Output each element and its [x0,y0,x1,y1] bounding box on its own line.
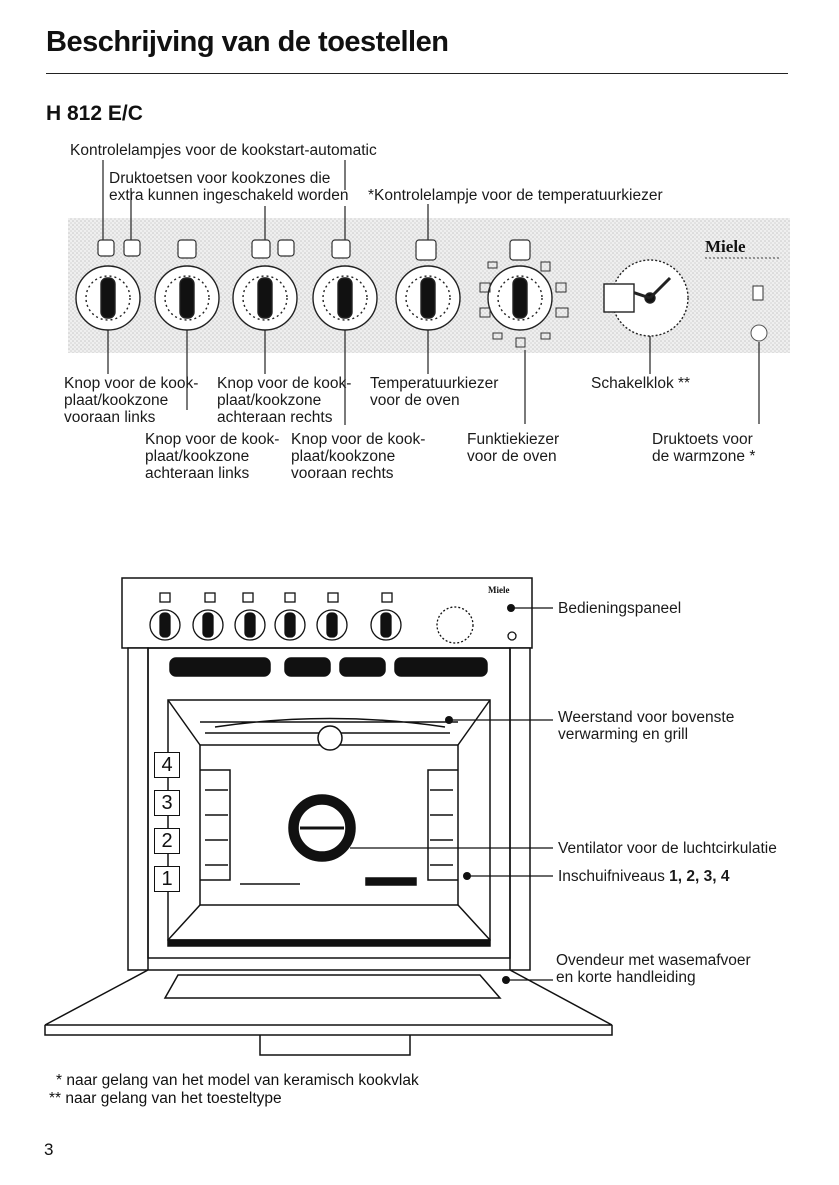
brand-logo-panel: Miele [705,237,746,256]
label-knob-back-right: Knop voor de kook- plaat/kookzone achter… [217,375,352,426]
shelf-level-1: 1 [154,866,180,892]
temperature-knob [395,265,461,331]
oven-body [44,577,613,1056]
knob-front-left [75,265,141,331]
model-heading: H 812 E/C [46,102,143,125]
label-temp-lamp: *Kontrolelampje voor de temperatuurkieze… [368,187,663,204]
shelf-level-4: 4 [154,752,180,778]
label-knob-front-right: Knop voor de kook- plaat/kookzone vooraa… [291,431,426,482]
page-title: Beschrijving van de toestellen [46,26,449,58]
knob-back-right [232,265,298,331]
label-push-buttons: Druktoetsen voor kookzones die extra kun… [109,170,349,204]
brand-logo-oven: Miele [488,585,510,595]
label-temp-selector: Temperatuurkiezer voor de oven [370,375,499,409]
oven-control-panel [149,592,517,644]
title-divider [46,73,788,74]
label-warm-zone-button: Druktoets voor de warmzone * [652,431,756,465]
label-knob-back-left: Knop voor de kook- plaat/kookzone achter… [145,431,280,482]
timer-clock [603,259,689,337]
function-knob [487,265,553,331]
label-timer: Schakelklok ** [591,375,691,392]
label-function-selector: Funktiekiezer voor de oven [467,431,560,465]
shelf-level-2: 2 [154,828,180,854]
label-fan: Ventilator voor de luchtcirkulatie [558,840,777,857]
knob-back-left [154,265,220,331]
label-shelf-levels-prefix: Inschuifniveaus [558,868,670,885]
label-shelf-levels-numbers: 1, 2, 3, 4 [669,868,730,885]
label-control-lamps: Kontrolelampjes voor de kookstart-automa… [70,142,377,159]
label-control-panel: Bedieningspaneel [558,600,682,617]
label-shelf-levels: Inschuifniveaus 1, 2, 3, 4 [558,868,729,885]
label-knob-front-left: Knop voor de kook- plaat/kookzone vooraa… [64,375,199,426]
label-top-element: Weerstand voor bovenste verwarming en gr… [558,709,735,743]
shelf-level-3: 3 [154,790,180,816]
footnote-1: * naar gelang van het model van keramisc… [56,1072,419,1089]
footnote-2: ** naar gelang van het toesteltype [49,1090,282,1107]
label-door: Ovendeur met wasemafvoer en korte handle… [556,952,751,986]
knob-front-right [312,265,378,331]
page-number: 3 [44,1140,54,1159]
